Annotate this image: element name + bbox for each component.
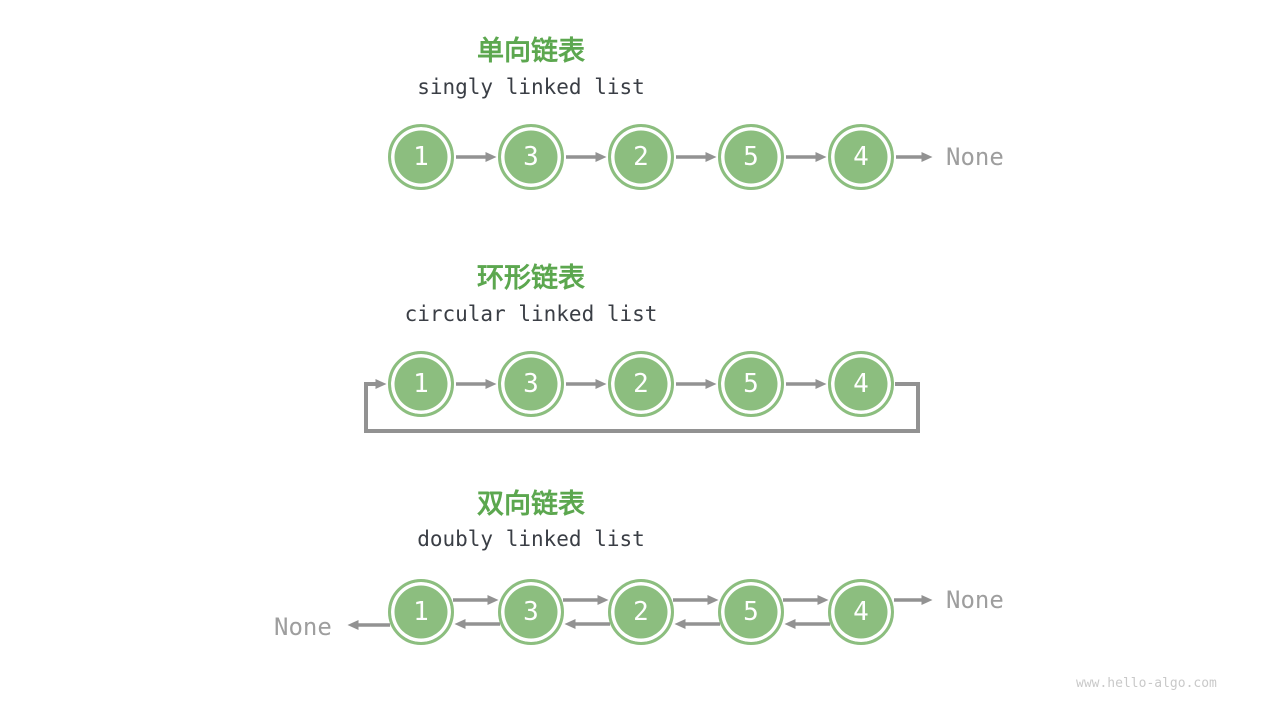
circular-node-5: 4 [828,351,894,417]
circular-node-3: 2 [608,351,674,417]
doubly-tail-none-label: None [946,586,1004,614]
doubly-node-5: 4 [828,579,894,645]
node-value: 2 [633,142,649,172]
doubly-node-2: 3 [498,579,564,645]
circular-node-1: 1 [388,351,454,417]
node-value: 5 [743,597,759,627]
singly-node-3: 2 [608,124,674,190]
node-value: 4 [853,369,869,399]
singly-node-1: 1 [388,124,454,190]
doubly-node-4: 5 [718,579,784,645]
doubly-head-none-label: None [274,613,332,641]
node-value: 4 [853,597,869,627]
singly-node-2: 3 [498,124,564,190]
singly-node-4: 5 [718,124,784,190]
node-value: 5 [743,142,759,172]
circular-node-2: 3 [498,351,564,417]
circular-title-zh: 环形链表 [477,263,585,294]
watermark: www.hello-algo.com [1076,676,1217,691]
singly-title-en: singly linked list [417,75,645,99]
circular-node-4: 5 [718,351,784,417]
doubly-title-en: doubly linked list [417,527,645,551]
node-value: 2 [633,369,649,399]
doubly-node-1: 1 [388,579,454,645]
node-value: 1 [413,369,429,399]
singly-node-5: 4 [828,124,894,190]
singly-tail-none-label: None [946,143,1004,171]
node-value: 1 [413,142,429,172]
singly-title-zh: 单向链表 [477,36,585,67]
doubly-title-zh: 双向链表 [477,489,585,520]
node-value: 3 [523,597,539,627]
node-value: 3 [523,142,539,172]
node-value: 3 [523,369,539,399]
node-value: 1 [413,597,429,627]
node-value: 2 [633,597,649,627]
doubly-node-3: 2 [608,579,674,645]
node-value: 4 [853,142,869,172]
node-value: 5 [743,369,759,399]
circular-title-en: circular linked list [404,302,658,326]
